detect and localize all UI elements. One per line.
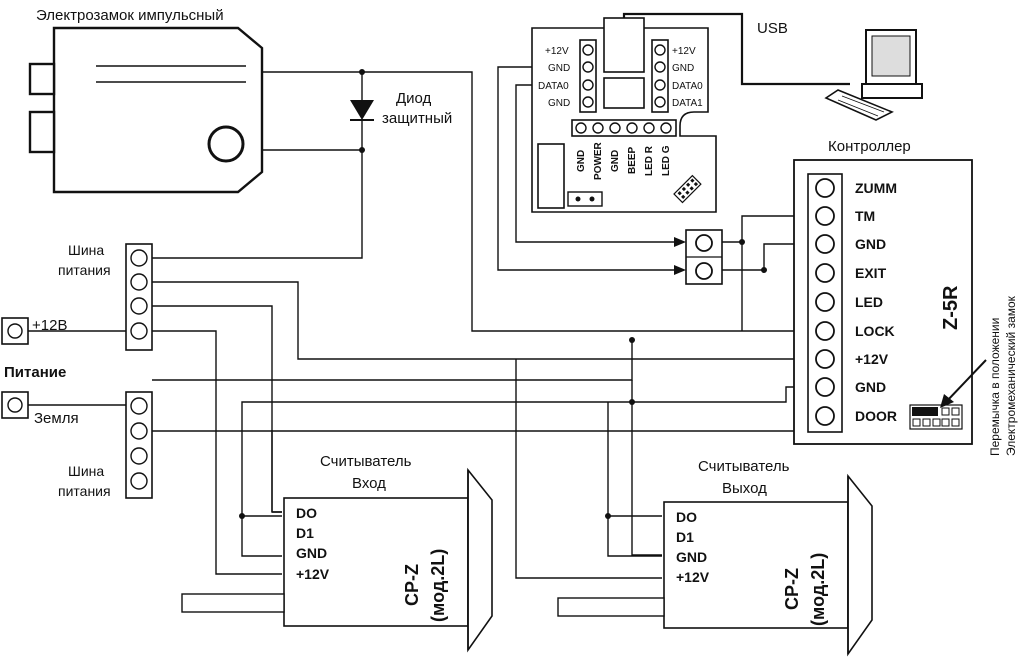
adapter-bottom-pin-4: BEEP xyxy=(627,146,638,174)
reader-in-pin-gnd: GND xyxy=(296,545,327,561)
controller-terminals xyxy=(815,178,835,426)
power-bus-bottom: Шина питания xyxy=(58,391,153,499)
controller-pin-zumm: ZUMM xyxy=(855,180,897,196)
reader-in: Считыватель Вход DO D1 GND +12V CP-Z (мо… xyxy=(181,453,493,653)
junction-terminal-block xyxy=(674,229,723,285)
reader-in-model2: (мод.2L) xyxy=(428,549,448,622)
reader-out-model1: CP-Z xyxy=(782,568,802,610)
power-plus-label: +12В xyxy=(32,317,67,334)
adapter-bottom-pin-5: LED R xyxy=(644,145,655,176)
reader-in-pin-do: DO xyxy=(296,505,317,521)
jumper-note-line2: Электромеханический замок xyxy=(1004,295,1018,456)
reader-out-title1: Считыватель xyxy=(698,458,790,475)
junction-dots xyxy=(239,69,767,519)
jumper xyxy=(909,359,987,430)
controller-pin-exit: EXIT xyxy=(855,265,887,281)
protective-diode: Диод защитный xyxy=(350,90,452,127)
lock-title: Электрозамок импульсный xyxy=(36,7,224,24)
adapter-left-pin-4: GND xyxy=(548,98,570,109)
reader-out-pin-d1: D1 xyxy=(676,529,694,545)
adapter-bottom-pin-2: POWER xyxy=(593,141,604,180)
controller-z5r: Контроллер ZUMM TM GND EXIT LED LOCK +12… xyxy=(793,138,1018,456)
reader-out-model2: (мод.2L) xyxy=(808,553,828,626)
adapter-bottom-pin-6: LED G xyxy=(661,145,672,176)
adapter-bottom-pin-1: GND xyxy=(576,150,587,172)
reader-out-title2: Выход xyxy=(722,480,767,497)
bus-top-label-line1: Шина xyxy=(68,242,104,258)
adapter-right-pin-3: DATA0 xyxy=(672,81,703,92)
reader-out-pin-do: DO xyxy=(676,509,697,525)
usb-label: USB xyxy=(757,20,788,37)
controller-pin-led: LED xyxy=(855,294,883,310)
bus-bottom-label-line1: Шина xyxy=(68,463,104,479)
power-title: Питание xyxy=(4,364,66,381)
diode-label-line1: Диод xyxy=(396,90,432,107)
adapter-bottom-pin-3: GND xyxy=(610,150,621,172)
usb-adapter-board: +12V GND DATA0 GND +12V GND DATA0 DATA1 … xyxy=(531,17,717,213)
power-bus-top: Шина питания xyxy=(58,242,153,351)
bus-bottom-label-line2: питания xyxy=(58,483,111,499)
reader-in-title1: Считыватель xyxy=(320,453,412,470)
adapter-right-pin-2: GND xyxy=(672,63,694,74)
adapter-left-pin-1: +12V xyxy=(545,46,569,57)
reader-out: Считыватель Выход DO D1 GND +12V CP-Z (м… xyxy=(557,458,873,657)
computer-icon xyxy=(824,29,923,121)
reader-out-pin-12v: +12V xyxy=(676,569,710,585)
controller-pin-gnd2: GND xyxy=(855,379,886,395)
controller-model: Z-5R xyxy=(940,285,962,330)
adapter-left-pin-3: DATA0 xyxy=(538,81,569,92)
controller-title: Контроллер xyxy=(828,138,911,155)
adapter-right-pin-4: DATA1 xyxy=(672,98,703,109)
jumper-note-line1: Перемычка в положении xyxy=(988,318,1002,456)
bus-top-label-line2: питания xyxy=(58,262,111,278)
reader-in-model1: CP-Z xyxy=(402,564,422,606)
controller-pin-gnd: GND xyxy=(855,236,886,252)
reader-out-pin-gnd: GND xyxy=(676,549,707,565)
adapter-left-pin-2: GND xyxy=(548,63,570,74)
power-ground-label: Земля xyxy=(34,410,79,427)
controller-pin-lock: LOCK xyxy=(855,323,895,339)
electric-lock: Электрозамок импульсный xyxy=(28,7,264,194)
controller-pin-12v: +12V xyxy=(855,351,889,367)
controller-pin-tm: TM xyxy=(855,208,875,224)
reader-in-pin-12v: +12V xyxy=(296,566,330,582)
diode-label-line2: защитный xyxy=(382,110,452,127)
controller-pin-door: DOOR xyxy=(855,408,897,424)
reader-in-title2: Вход xyxy=(352,475,386,492)
adapter-right-pin-1: +12V xyxy=(672,46,696,57)
reader-in-pin-d1: D1 xyxy=(296,525,314,541)
power-supply: +12В Питание Земля xyxy=(1,317,79,427)
